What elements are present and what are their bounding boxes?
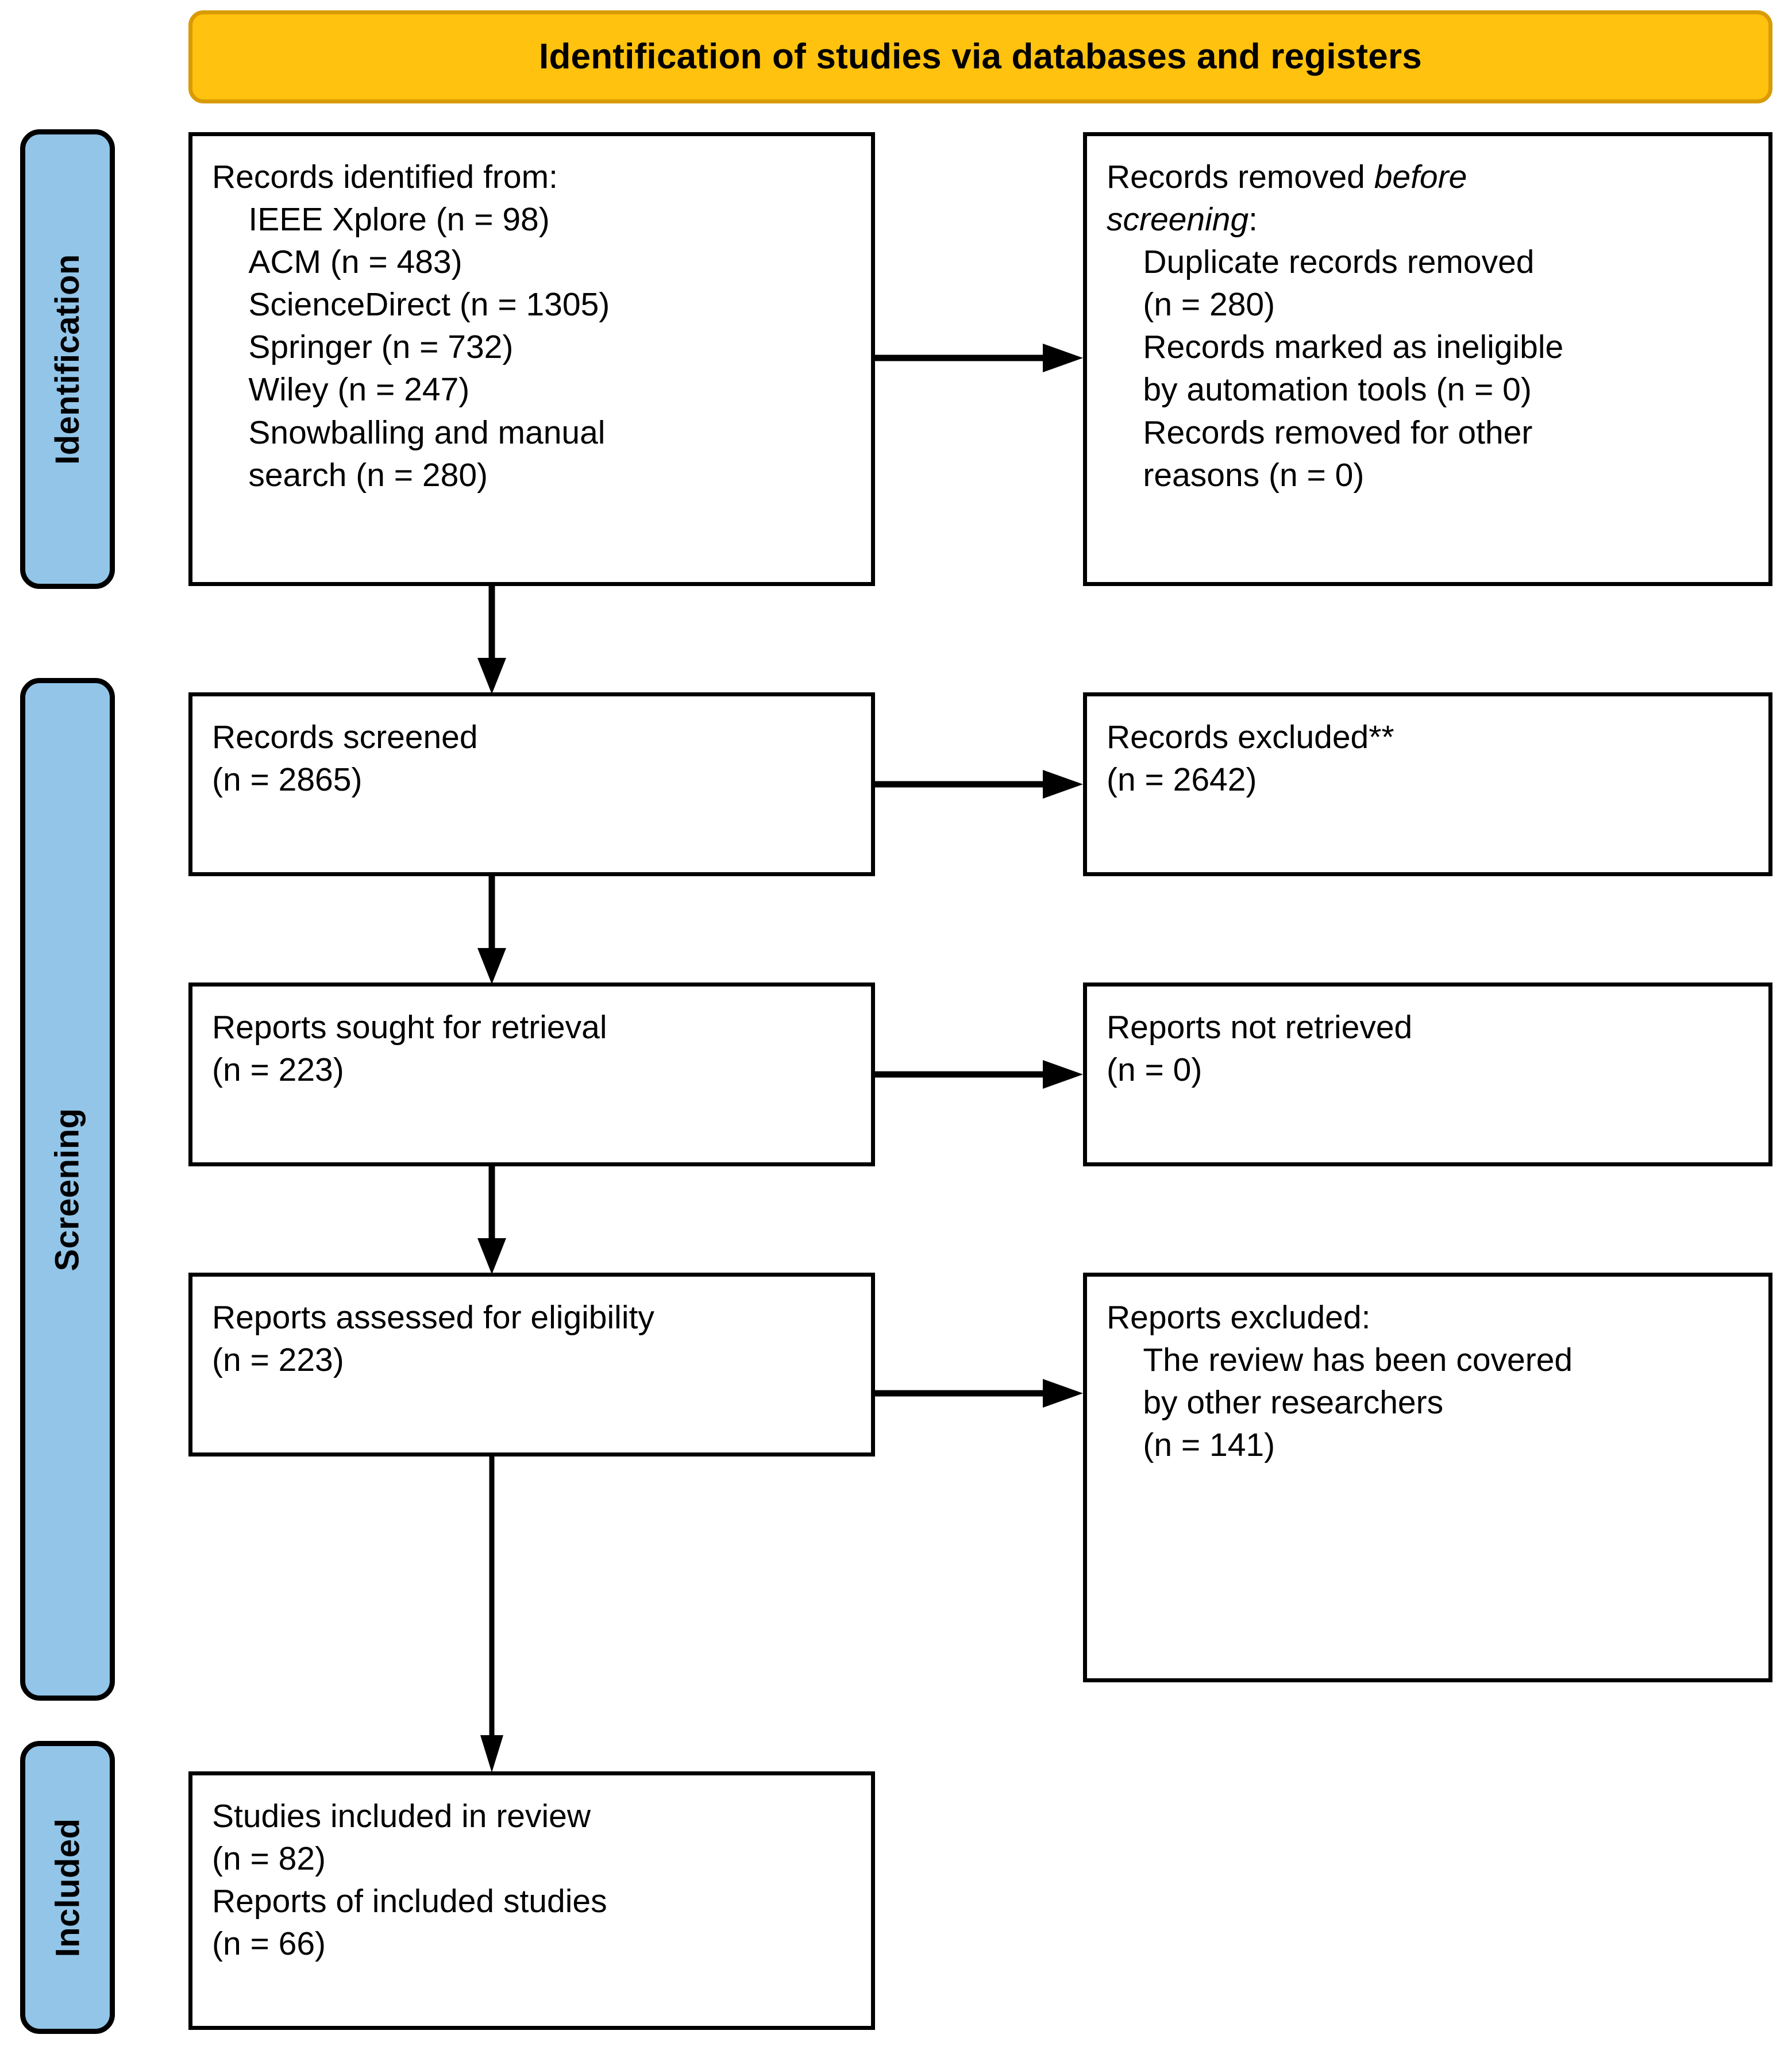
box-reports-sought-text: Reports sought for retrieval (n = 223): [212, 1009, 607, 1089]
box-records-removed-text: Records removed before screening: Duplic…: [1107, 156, 1752, 496]
arrow-assessed-to-reports-excluded: [873, 1375, 1086, 1411]
arrow-screened-to-sought: [471, 876, 512, 985]
box-reports-not-retrieved: Reports not retrieved (n = 0): [1083, 982, 1772, 1166]
box-reports-sought-for-retrieval: Reports sought for retrieval (n = 223): [188, 982, 875, 1166]
stage-bar-screening: Screening: [20, 678, 115, 1701]
header-banner: Identification of studies via databases …: [188, 10, 1772, 103]
box-records-excluded: Records excluded** (n = 2642): [1083, 692, 1772, 876]
box-records-identified: Records identified from: IEEE Xplore (n …: [188, 132, 875, 586]
stage-label-included: Included: [49, 1818, 87, 1957]
box-reports-excluded: Reports excluded: The review has been co…: [1083, 1273, 1772, 1682]
stage-label-screening: Screening: [49, 1107, 86, 1271]
box-studies-included-in-review: Studies included in review (n = 82) Repo…: [188, 1771, 875, 2030]
box-records-removed-before-screening: Records removed before screening: Duplic…: [1083, 132, 1772, 586]
box-records-excluded-text: Records excluded** (n = 2642): [1107, 719, 1394, 799]
stage-label-identification: Identification: [49, 253, 86, 465]
page-title: Identification of studies via databases …: [539, 36, 1422, 76]
box-reports-assessed-text: Reports assessed for eligibility (n = 22…: [212, 1299, 654, 1379]
arrow-sought-to-not-retrieved: [873, 1057, 1086, 1092]
arrow-identified-to-removed: [873, 340, 1086, 376]
box-studies-included-text: Studies included in review (n = 82) Repo…: [212, 1798, 607, 1963]
stage-bar-identification: Identification: [20, 129, 115, 589]
box-reports-assessed-for-eligibility: Reports assessed for eligibility (n = 22…: [188, 1273, 875, 1457]
box-reports-excluded-text: Reports excluded: The review has been co…: [1107, 1299, 1573, 1464]
arrow-identified-to-screened: [471, 586, 512, 695]
arrow-assessed-to-included: [471, 1457, 512, 1774]
removed-italic: before screening: [1107, 159, 1467, 238]
arrow-sought-to-assessed: [471, 1166, 512, 1276]
box-records-screened-text: Records screened (n = 2865): [212, 719, 478, 799]
stage-bar-included: Included: [20, 1741, 115, 2034]
box-records-identified-text: Records identified from: IEEE Xplore (n …: [212, 159, 610, 494]
removed-lead: Records removed: [1107, 159, 1374, 195]
box-reports-not-retrieved-text: Reports not retrieved (n = 0): [1107, 1009, 1413, 1089]
arrow-screened-to-excluded: [873, 766, 1086, 802]
box-records-screened: Records screened (n = 2865): [188, 692, 875, 876]
removed-rest: : Duplicate records removed (n = 280) Re…: [1143, 201, 1564, 494]
